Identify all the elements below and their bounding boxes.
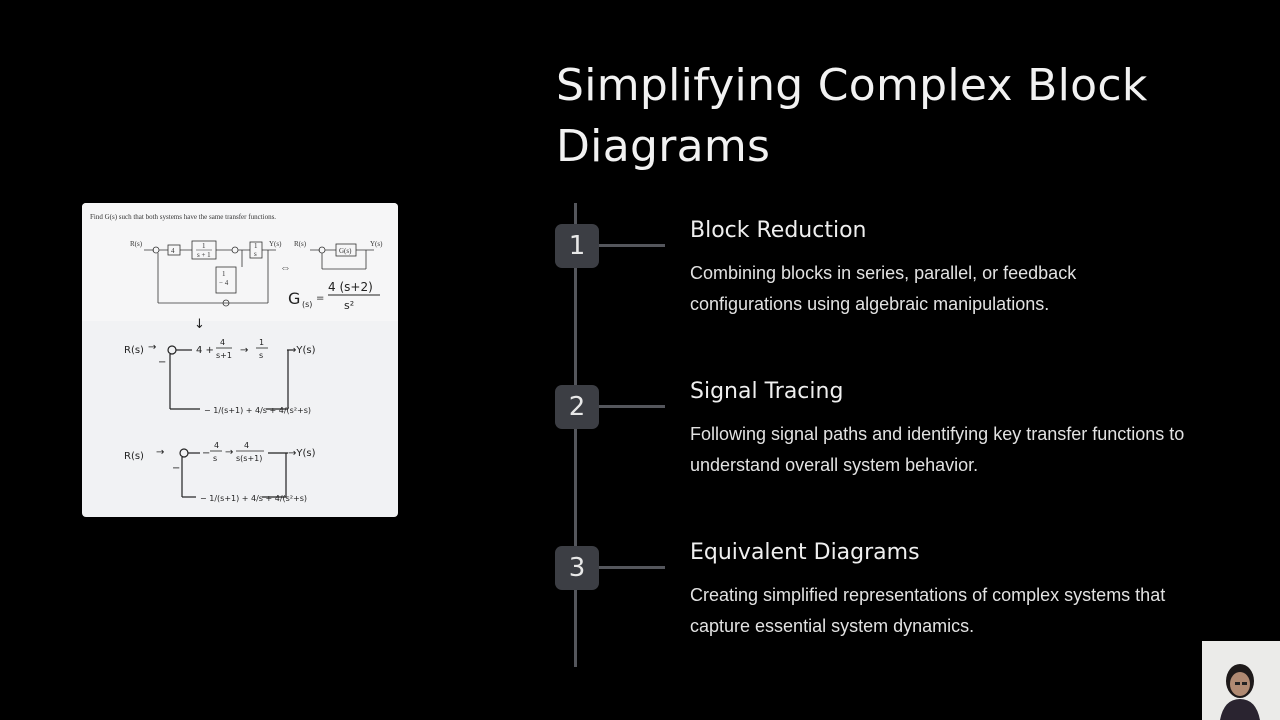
svg-text:1: 1 [222, 270, 226, 278]
svg-text:Y(s): Y(s) [269, 240, 282, 248]
svg-text:4: 4 [244, 441, 249, 450]
equivalence-symbol: ⇔ [280, 262, 291, 274]
step-connector [599, 244, 665, 247]
block-diagram-image: Find G(s) such that both systems have th… [82, 203, 398, 517]
svg-text:4: 4 [220, 338, 225, 347]
svg-text:→: → [240, 345, 248, 356]
svg-text:s: s [213, 454, 217, 463]
svg-text:s²: s² [344, 299, 354, 312]
step-number-badge: 3 [555, 546, 599, 590]
svg-text:R(s): R(s) [124, 345, 144, 356]
step-description: Creating simplified representations of c… [690, 585, 1166, 636]
step-number-badge: 2 [555, 385, 599, 429]
timeline-line [574, 203, 577, 667]
svg-text:s: s [254, 250, 257, 258]
svg-text:=: = [316, 293, 324, 304]
svg-text:→: → [156, 447, 164, 458]
svg-text:R(s): R(s) [124, 451, 144, 462]
svg-text:↓: ↓ [194, 317, 205, 332]
step-title: Equivalent Diagrams [690, 540, 920, 565]
svg-text:4 +: 4 + [196, 345, 214, 356]
step-title: Block Reduction [690, 218, 867, 243]
svg-text:1: 1 [202, 242, 206, 250]
svg-text:1: 1 [254, 242, 258, 250]
step-connector [599, 405, 665, 408]
presenter-webcam [1202, 641, 1280, 720]
step-description: Following signal paths and identifying k… [690, 424, 1185, 475]
svg-text:→: → [225, 447, 233, 458]
slide-title: Simplifying Complex Block Diagrams [556, 60, 1148, 172]
svg-text:− 4: − 4 [219, 279, 229, 287]
svg-text:4: 4 [171, 247, 175, 255]
svg-text:R(s): R(s) [294, 240, 307, 248]
step-description: Combining blocks in series, parallel, or… [690, 263, 1077, 314]
svg-text:→: → [148, 342, 156, 353]
step-title: Signal Tracing [690, 379, 844, 404]
step-connector [599, 566, 665, 569]
svg-text:− 1/(s+1) + 4/s + 4/(s²+s): − 1/(s+1) + 4/s + 4/(s²+s) [204, 406, 311, 415]
svg-text:s + 1: s + 1 [197, 251, 211, 259]
svg-text:−: − [172, 463, 180, 474]
svg-text:−: − [202, 448, 210, 459]
svg-text:→Y(s): →Y(s) [288, 345, 316, 356]
svg-text:R(s): R(s) [130, 240, 143, 248]
svg-text:G: G [288, 289, 300, 308]
svg-text:s+1: s+1 [216, 351, 232, 360]
svg-text:→Y(s): →Y(s) [288, 448, 316, 459]
step-number-badge: 1 [555, 224, 599, 268]
svg-text:s: s [259, 351, 263, 360]
svg-text:4 (s+2): 4 (s+2) [328, 280, 373, 294]
svg-text:Y(s): Y(s) [370, 240, 383, 248]
svg-text:− 1/(s+1) + 4/s + 4/(s²+s): − 1/(s+1) + 4/s + 4/(s²+s) [200, 494, 307, 503]
svg-text:4: 4 [214, 441, 219, 450]
svg-text:−: − [158, 357, 166, 368]
svg-text:(s): (s) [302, 300, 312, 309]
svg-text:1: 1 [259, 338, 264, 347]
svg-text:G(s): G(s) [339, 247, 352, 255]
svg-text:s(s+1): s(s+1) [236, 454, 262, 463]
problem-caption: Find G(s) such that both systems have th… [90, 213, 276, 221]
